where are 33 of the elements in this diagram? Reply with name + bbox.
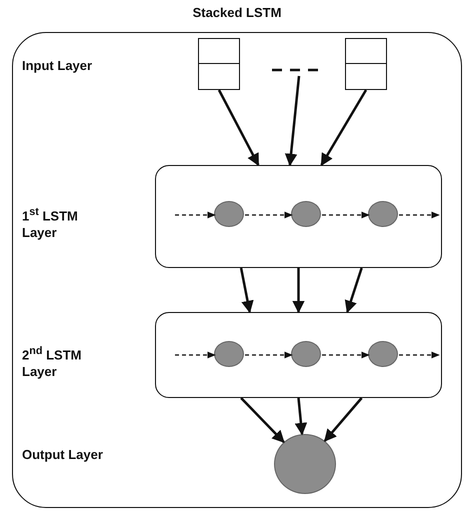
lstm-cell xyxy=(291,341,321,367)
arrow xyxy=(324,397,363,442)
layer-label: 1$^{st}$ LSTM Layer xyxy=(22,206,79,241)
arrow xyxy=(399,352,440,358)
arrow xyxy=(344,268,363,314)
arrow xyxy=(322,352,370,358)
arrow xyxy=(245,212,293,218)
layer-box xyxy=(154,164,442,268)
arrow xyxy=(322,212,370,218)
lstm-cell xyxy=(214,341,244,367)
arrow xyxy=(175,352,216,358)
arrow xyxy=(284,76,300,166)
arrow xyxy=(399,212,440,218)
arrow xyxy=(292,268,305,314)
arrow xyxy=(294,398,308,436)
output-node xyxy=(274,434,336,494)
arrow xyxy=(175,212,216,218)
layer-label: 2$^{nd}$ LSTM Layer xyxy=(22,345,82,380)
arrow xyxy=(240,397,285,443)
layer-label: Output Layer xyxy=(22,447,104,464)
arrow xyxy=(240,268,254,314)
container-heading: Stacked LSTM xyxy=(192,5,282,20)
input-box xyxy=(344,38,386,90)
lstm-cell xyxy=(368,341,398,367)
layer-label: Input Layer xyxy=(22,58,94,74)
arrow xyxy=(245,352,293,358)
lstm-cell xyxy=(368,201,398,227)
arrow xyxy=(218,89,260,166)
lstm-cell xyxy=(214,201,244,227)
arrow xyxy=(320,89,368,166)
lstm-cell xyxy=(291,201,321,227)
input-box xyxy=(198,38,240,90)
layer-box xyxy=(154,312,442,398)
